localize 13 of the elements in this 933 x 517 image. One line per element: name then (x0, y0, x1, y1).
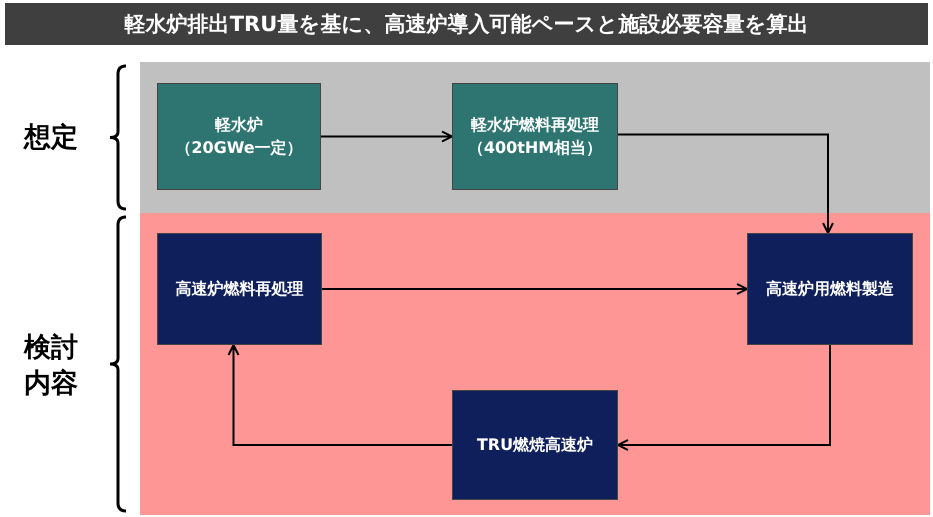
process-box: 軽水炉燃料再処理 （400tHM相当） (452, 83, 618, 190)
arrow (321, 130, 453, 142)
process-box: 高速炉燃料再処理 (157, 233, 322, 345)
process-box: TRU燃焼高速炉 (452, 390, 618, 500)
process-box: 軽水炉 （20GWe一定） (157, 83, 321, 190)
process-box: 高速炉用燃料製造 (747, 233, 913, 345)
arrow (322, 283, 748, 295)
arrow (618, 134, 834, 234)
group-label: 想定 (22, 121, 79, 155)
group-label: 検討内容 (22, 331, 79, 402)
title-bar: 軽水炉排出TRU量を基に、高速炉導入可能ペースと施設必要容量を算出 (5, 3, 928, 45)
arrow (228, 344, 452, 446)
arrow (617, 345, 831, 451)
